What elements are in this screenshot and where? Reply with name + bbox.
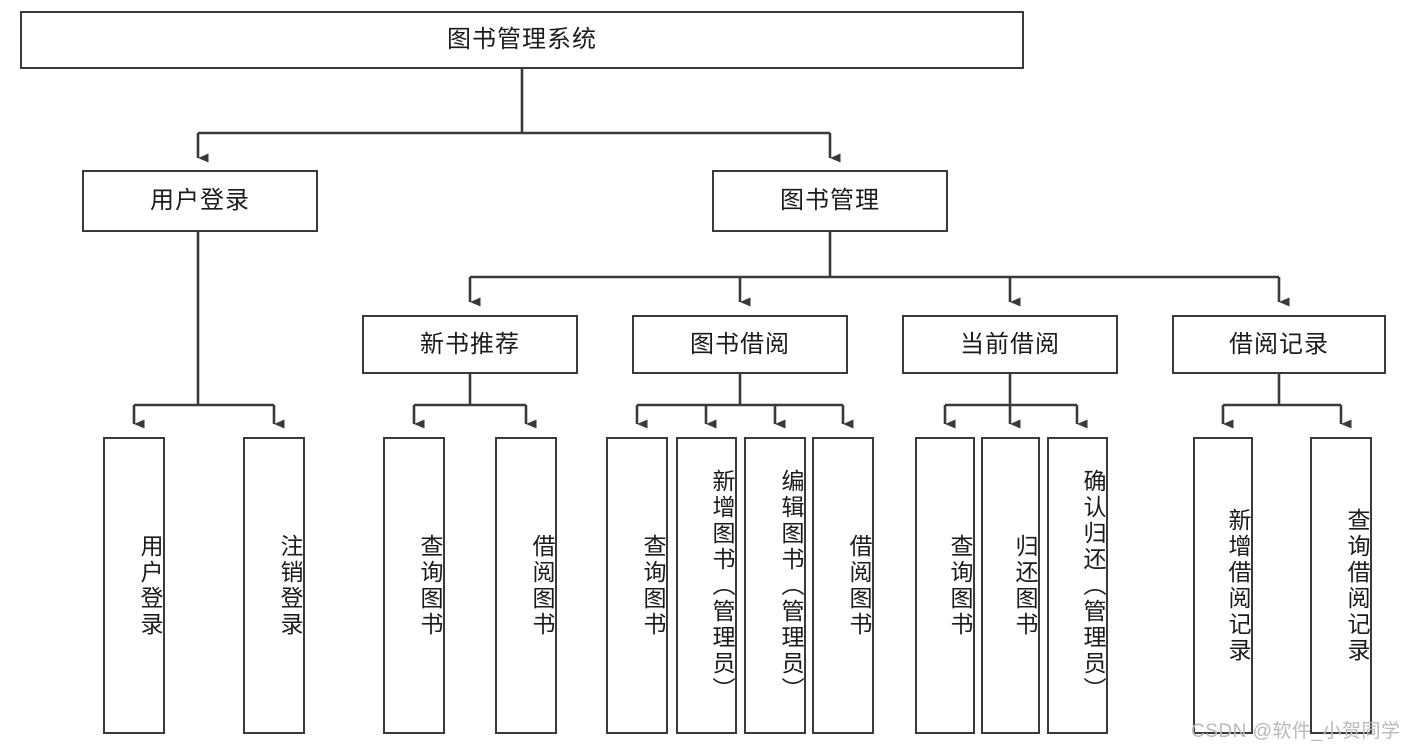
- node-book-borrow[interactable]: 图书借阅: [632, 315, 848, 374]
- node-book-management[interactable]: 图书管理: [712, 170, 948, 232]
- node-leaf-query-book-newbook[interactable]: 查询图书: [383, 437, 445, 734]
- node-leaf-query-book-current[interactable]: 查询图书: [915, 437, 975, 734]
- node-leaf-return-book[interactable]: 归还图书: [981, 437, 1040, 734]
- node-current-borrow[interactable]: 当前借阅: [902, 315, 1118, 374]
- node-leaf-borrow-book-newbook[interactable]: 借阅图书: [495, 437, 557, 734]
- node-root-book-management-system[interactable]: 图书管理系统: [20, 11, 1024, 69]
- node-user-login[interactable]: 用户登录: [82, 170, 318, 232]
- node-leaf-borrow-book[interactable]: 借阅图书: [812, 437, 874, 734]
- node-leaf-add-borrow-record[interactable]: 新增借阅记录: [1193, 437, 1253, 734]
- node-leaf-logout[interactable]: 注销登录: [243, 437, 305, 734]
- node-borrow-record[interactable]: 借阅记录: [1172, 315, 1386, 374]
- node-leaf-edit-book-admin[interactable]: 编辑图书（管理员）: [744, 437, 806, 734]
- node-leaf-add-book-admin[interactable]: 新增图书（管理员）: [676, 437, 737, 734]
- node-leaf-user-login[interactable]: 用户登录: [103, 437, 165, 734]
- node-new-book-recommend[interactable]: 新书推荐: [362, 315, 578, 374]
- node-leaf-query-book-borrow[interactable]: 查询图书: [606, 437, 668, 734]
- node-leaf-confirm-return-admin[interactable]: 确认归还（管理员）: [1047, 437, 1108, 734]
- node-leaf-query-borrow-record[interactable]: 查询借阅记录: [1310, 437, 1372, 734]
